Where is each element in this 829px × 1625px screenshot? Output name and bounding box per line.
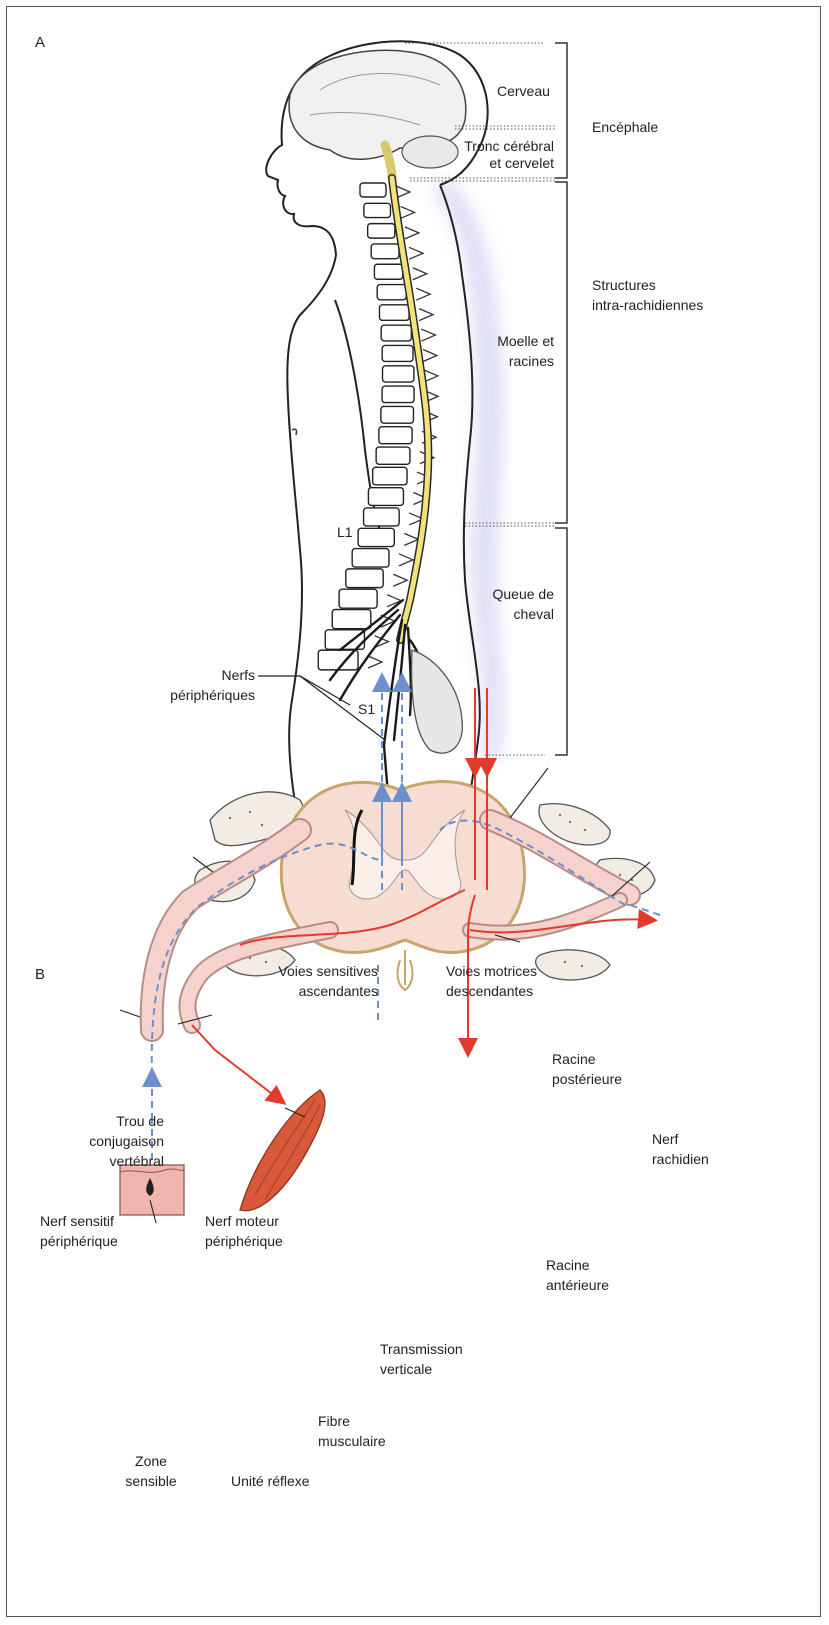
label-nerf-mot-1: Nerf moteur <box>205 1212 279 1231</box>
spinous-process <box>419 309 433 321</box>
vertebra <box>379 305 409 321</box>
label-racine-ant-2: antérieure <box>546 1276 609 1295</box>
spinous-process <box>393 574 407 586</box>
vertebra <box>381 325 411 341</box>
label-trou-2: conjugaison <box>60 1132 164 1151</box>
label-voies-sens-1: Voies sensitives <box>268 962 378 981</box>
spinous-process <box>409 247 423 259</box>
label-tronc-2: et cervelet <box>438 154 554 173</box>
vertebra <box>368 488 403 506</box>
label-fibre-1: Fibre <box>318 1412 350 1431</box>
marker-l1: L1 <box>337 523 353 542</box>
vertebra <box>382 386 414 403</box>
spinous-process <box>405 227 419 239</box>
label-trou-1: Trou de <box>60 1112 164 1131</box>
vertebra <box>364 508 400 526</box>
label-queue-2: cheval <box>460 605 554 624</box>
spinous-process <box>404 533 418 545</box>
vertebra <box>360 183 386 197</box>
label-unite-reflexe: Unité réflexe <box>231 1472 310 1491</box>
label-moelle-2: racines <box>470 352 554 371</box>
vertebra <box>379 427 412 444</box>
vertebra <box>376 447 410 464</box>
vertebra <box>352 549 389 568</box>
vertebra <box>377 285 406 300</box>
label-structures-2: intra-rachidiennes <box>592 296 703 315</box>
spinous-process <box>416 288 430 300</box>
muscle-fiber <box>240 1090 325 1211</box>
panel-a-letter: A <box>35 33 45 52</box>
vertebra <box>383 366 414 382</box>
label-structures-1: Structures <box>592 276 656 295</box>
vertebra <box>332 610 371 629</box>
vertebra <box>381 406 414 423</box>
panel-b-letter: B <box>35 965 45 984</box>
spinous-process <box>421 329 435 341</box>
label-nerfs-2: périphériques <box>140 686 255 705</box>
spinous-process <box>400 206 414 218</box>
vertebra <box>346 569 383 588</box>
label-queue-1: Queue de <box>460 585 554 604</box>
label-encephale: Encéphale <box>592 118 658 137</box>
navel <box>292 429 297 435</box>
marker-s1: S1 <box>358 700 375 719</box>
label-cerveau: Cerveau <box>497 82 550 101</box>
label-trou-3: vertébral <box>60 1152 164 1171</box>
vertebra <box>368 224 395 239</box>
label-zone-2: sensible <box>120 1472 182 1491</box>
level-brackets <box>555 43 567 755</box>
label-transmission-1: Transmission <box>380 1340 463 1359</box>
spinous-process <box>399 554 413 566</box>
label-nerf-sens-1: Nerf sensitif <box>40 1212 114 1231</box>
label-zone-1: Zone <box>120 1452 182 1471</box>
label-transmission-2: verticale <box>380 1360 432 1379</box>
label-fibre-2: musculaire <box>318 1432 386 1451</box>
label-racine-post-1: Racine <box>552 1050 596 1069</box>
label-nerf-mot-2: périphérique <box>205 1232 283 1251</box>
label-moelle-1: Moelle et <box>470 332 554 351</box>
spinous-process <box>413 268 427 280</box>
spinous-process <box>423 349 437 361</box>
label-racine-post-2: postérieure <box>552 1070 622 1089</box>
vertebra <box>358 528 394 546</box>
sacrum <box>412 650 463 753</box>
label-voies-mot-2: descendantes <box>446 982 533 1001</box>
spinous-process <box>368 656 382 668</box>
vertebra <box>373 467 407 485</box>
spinous-process <box>387 595 401 607</box>
label-voies-sens-2: ascendantes <box>268 982 378 1001</box>
label-racine-ant-1: Racine <box>546 1256 590 1275</box>
vertebra <box>374 264 402 279</box>
label-nerf-rach-1: Nerf <box>652 1130 678 1149</box>
vertebra <box>364 203 391 217</box>
vertebra <box>382 345 413 361</box>
label-voies-mot-1: Voies motrices <box>446 962 537 981</box>
label-nerf-sens-2: périphérique <box>40 1232 118 1251</box>
label-nerf-rach-2: rachidien <box>652 1150 709 1169</box>
vertebra <box>371 244 399 259</box>
vertebra <box>339 589 377 608</box>
label-nerfs-1: Nerfs <box>140 666 255 685</box>
